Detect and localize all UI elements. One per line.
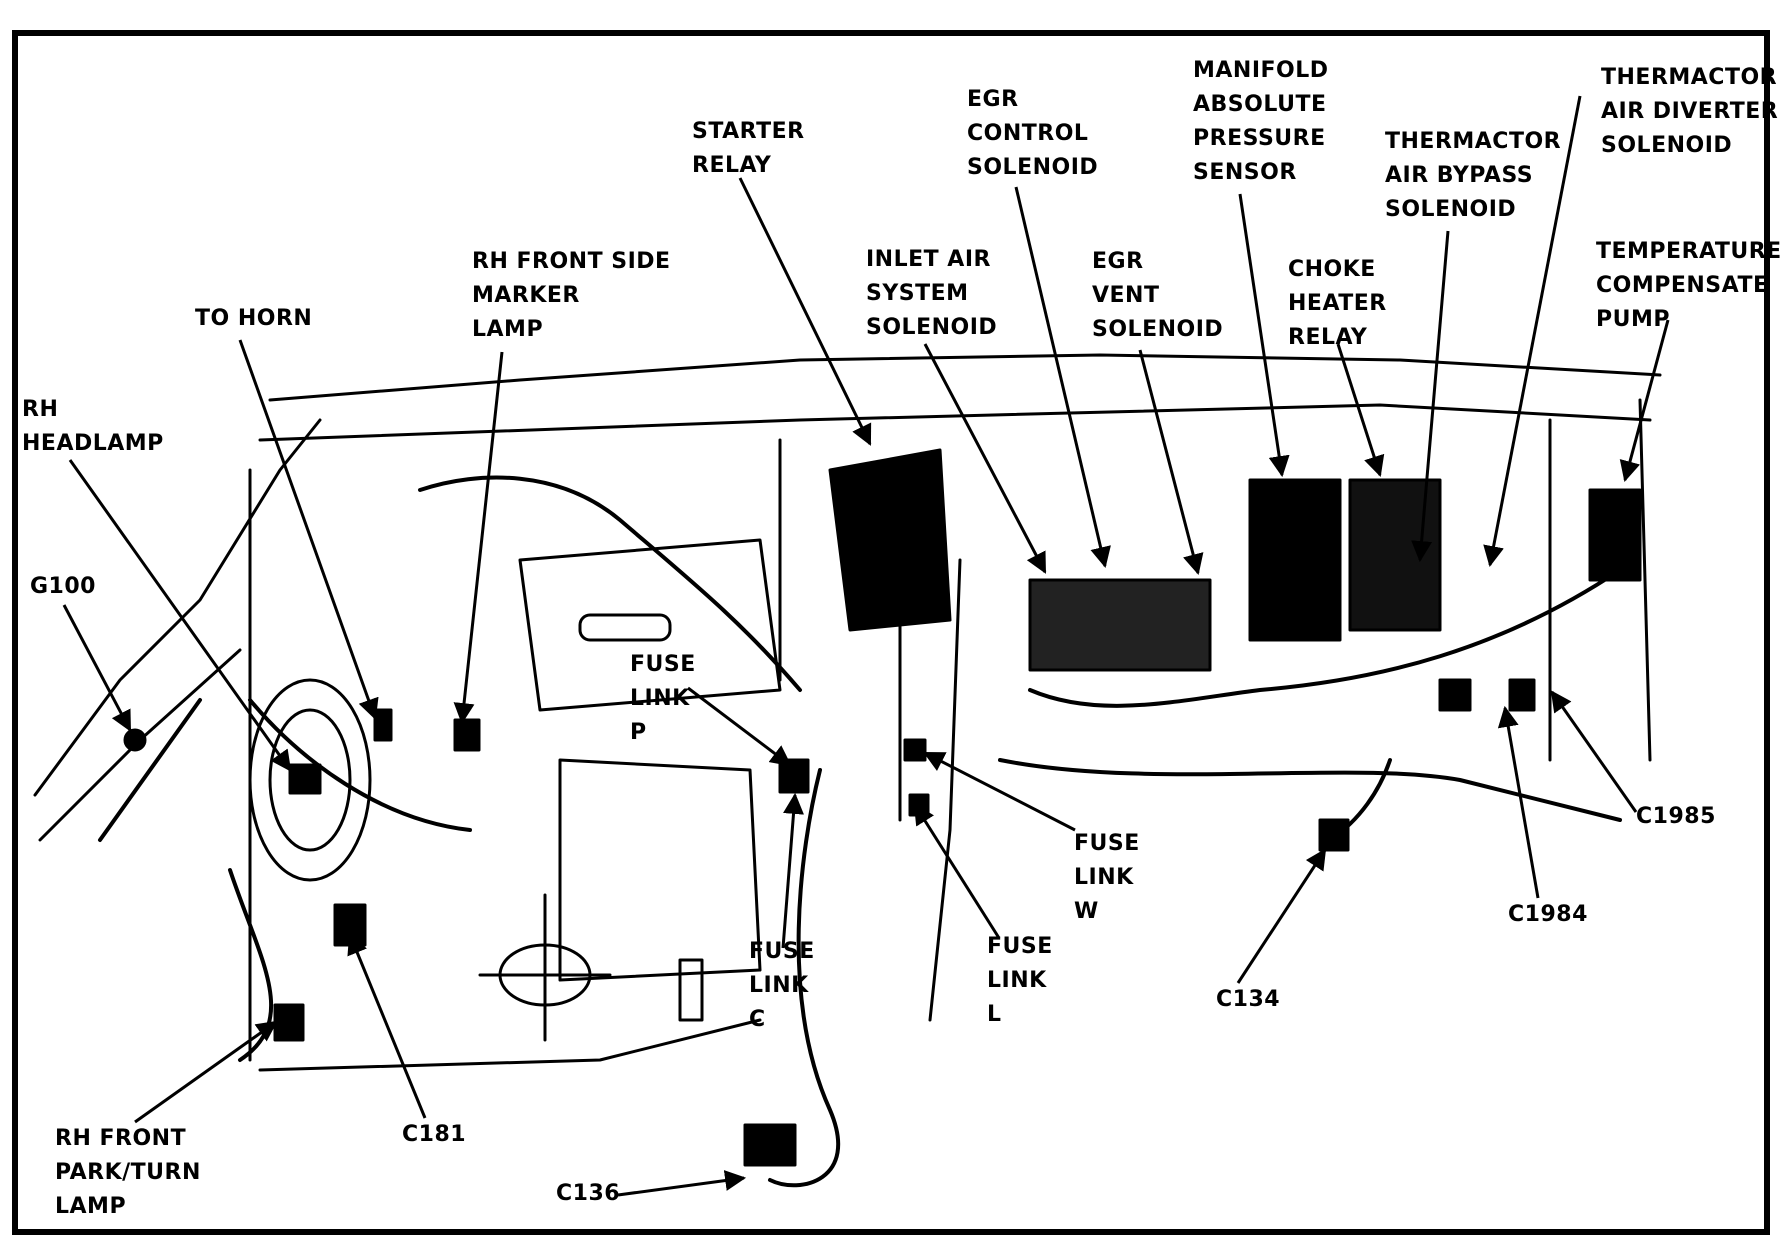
label-g100: G100 xyxy=(30,574,96,599)
headlamp-bucket xyxy=(248,678,372,882)
label-c1985: C1985 xyxy=(1636,804,1716,829)
label-to-horn: TO HORN xyxy=(195,306,313,331)
leader-arrows xyxy=(62,95,1670,1197)
diagram-frame xyxy=(12,30,1770,1235)
label-c136: C136 xyxy=(556,1181,621,1206)
starter-relay-shape xyxy=(828,448,962,1022)
label-c1984: C1984 xyxy=(1508,902,1588,927)
label-c134: C134 xyxy=(1216,987,1281,1012)
label-c181: C181 xyxy=(402,1122,467,1147)
connectors xyxy=(123,678,1536,1167)
fender-outline xyxy=(33,353,1662,1072)
wiring-harness xyxy=(98,475,1622,1188)
battery-tray xyxy=(478,538,782,1042)
